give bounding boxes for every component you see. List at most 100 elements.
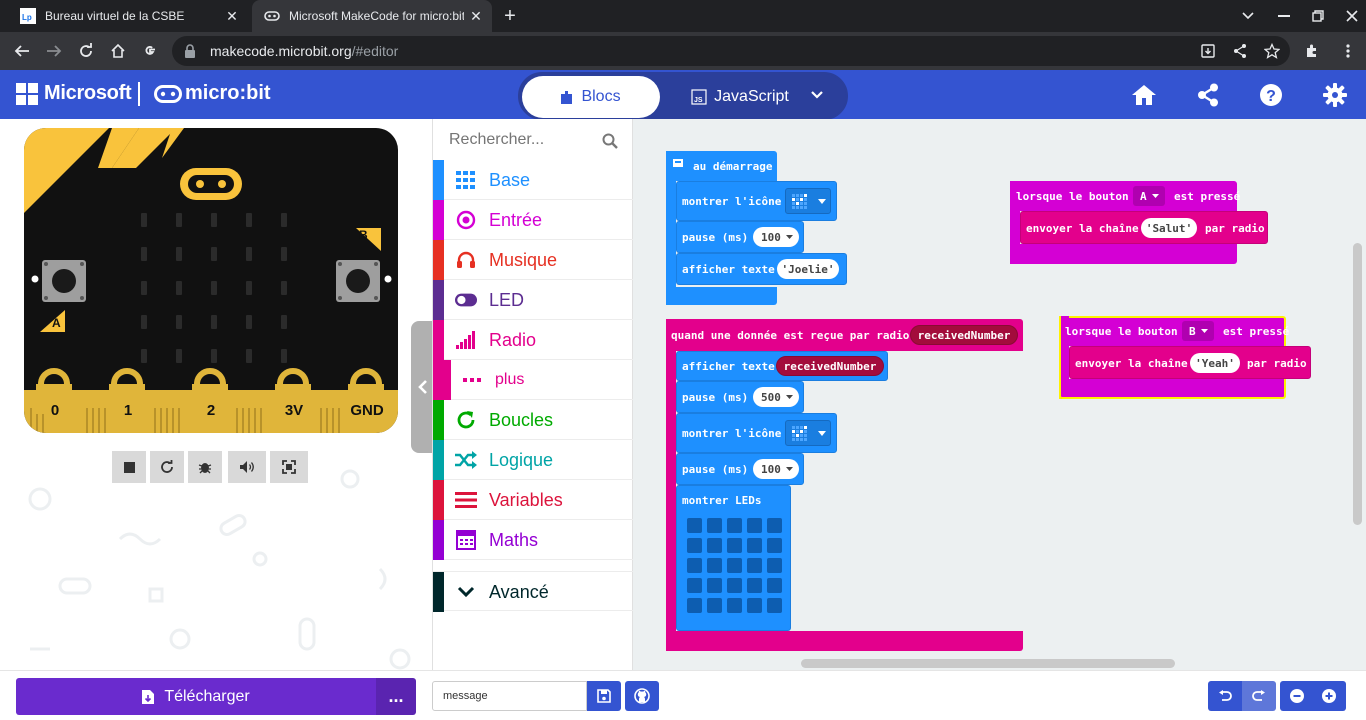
category-base[interactable]: Base: [433, 160, 633, 200]
sim-stop-button[interactable]: [112, 451, 146, 483]
string-input[interactable]: 'Salut': [1141, 218, 1197, 238]
address-bar[interactable]: makecode.microbit.org/#editor: [172, 36, 1290, 66]
category-led[interactable]: LED: [433, 280, 633, 320]
minimize-icon[interactable]: [1272, 4, 1296, 28]
string-input[interactable]: 'Yeah': [1190, 353, 1240, 373]
block-send-string[interactable]: envoyer la chaîne 'Salut' par radio: [1020, 211, 1268, 244]
search-icon[interactable]: [602, 133, 618, 149]
sim-debug-button[interactable]: [188, 451, 222, 483]
reload-icon[interactable]: [74, 39, 98, 63]
category-loops[interactable]: Boucles: [433, 400, 633, 440]
block-pause[interactable]: pause (ms) 500: [676, 381, 804, 413]
fullscreen-icon: [282, 460, 296, 474]
category-logic[interactable]: Logique: [433, 440, 633, 480]
collapse-simulator-handle[interactable]: [411, 321, 432, 453]
button-dropdown[interactable]: B: [1182, 321, 1214, 341]
block-pause[interactable]: pause (ms) 100: [676, 221, 804, 253]
mode-dropdown-chevron-icon[interactable]: [810, 88, 824, 102]
google-g-icon[interactable]: [138, 39, 162, 63]
pin-pads: [36, 384, 384, 414]
calculator-icon: [455, 530, 477, 550]
pause-value-dropdown[interactable]: 500: [753, 387, 799, 407]
icon-picker[interactable]: [785, 420, 831, 446]
microbit-logo[interactable]: micro:bit: [154, 82, 271, 105]
sim-mute-button[interactable]: [228, 451, 266, 483]
block-pause[interactable]: pause (ms) 100: [676, 453, 804, 485]
category-advanced[interactable]: Avancé: [433, 571, 633, 612]
close-window-icon[interactable]: [1340, 4, 1364, 28]
category-radio[interactable]: Radio: [433, 320, 633, 360]
back-arrow-icon[interactable]: [10, 39, 34, 63]
more-options-button[interactable]: ...: [376, 678, 416, 715]
install-app-icon[interactable]: [1196, 39, 1220, 63]
block-show-string[interactable]: afficher texte 'Joelie': [676, 253, 847, 285]
browser-tab-makecode[interactable]: Microsoft MakeCode for micro:bit ✕: [252, 0, 492, 32]
button-b-graphic[interactable]: [336, 260, 392, 302]
pin-1-label: 1: [123, 402, 133, 419]
category-music[interactable]: Musique: [433, 240, 633, 280]
tab-close-icon[interactable]: ✕: [470, 7, 482, 24]
button-a-graphic[interactable]: [31, 260, 87, 302]
vertical-scrollbar[interactable]: [1353, 243, 1362, 525]
bookmark-star-icon[interactable]: [1260, 39, 1284, 63]
github-button[interactable]: [625, 681, 659, 711]
received-number-param[interactable]: receivedNumber: [910, 325, 1018, 345]
browser-tab-csbe[interactable]: Lp Bureau virtuel de la CSBE ✕: [8, 0, 248, 32]
new-tab-plus-icon[interactable]: +: [504, 4, 516, 27]
dropdown-arrow-icon: [786, 467, 793, 471]
pause-value-dropdown[interactable]: 100: [753, 227, 799, 247]
home-icon[interactable]: [1131, 82, 1157, 108]
browser-menu-icon[interactable]: [1336, 39, 1360, 63]
pause-value-dropdown[interactable]: 100: [753, 459, 799, 479]
pin-0-label: 0: [50, 402, 60, 419]
category-radio-more[interactable]: plus: [433, 360, 633, 400]
zoom-out-button[interactable]: [1280, 681, 1314, 711]
microsoft-logo[interactable]: Microsoft: [16, 82, 132, 105]
icon-picker[interactable]: [785, 188, 831, 214]
tab-javascript[interactable]: JS JavaScript: [680, 76, 800, 118]
target-icon: [455, 210, 477, 230]
search-input[interactable]: [449, 131, 599, 149]
block-show-icon[interactable]: montrer l'icône: [676, 413, 837, 453]
blocks-workspace[interactable]: au démarrage montrer l'icône pause (ms) …: [633, 119, 1366, 670]
sim-fullscreen-button[interactable]: [270, 451, 308, 483]
block-body: [666, 319, 676, 651]
zoom-in-button[interactable]: [1312, 681, 1346, 711]
share-page-icon[interactable]: [1228, 39, 1252, 63]
led-grid-editor[interactable]: [687, 518, 785, 614]
restore-icon[interactable]: [1306, 4, 1330, 28]
received-number-reporter[interactable]: receivedNumber: [776, 356, 884, 376]
save-project-button[interactable]: [587, 681, 621, 711]
category-color-bar: [433, 280, 444, 320]
category-variables[interactable]: Variables: [433, 480, 633, 520]
button-dropdown[interactable]: A: [1133, 186, 1165, 206]
forward-arrow-icon[interactable]: [42, 39, 66, 63]
string-input[interactable]: 'Joelie': [777, 259, 839, 279]
help-icon[interactable]: ?: [1258, 82, 1284, 108]
pause-value: 100: [761, 462, 781, 476]
block-send-string[interactable]: envoyer la chaîne 'Yeah' par radio: [1069, 346, 1311, 379]
block-show-leds[interactable]: montrer LEDs: [676, 485, 791, 631]
tab-blocks[interactable]: Blocs: [522, 76, 660, 118]
redo-button[interactable]: [1242, 681, 1276, 711]
sim-restart-button[interactable]: [150, 451, 184, 483]
tab-search-chevron-icon[interactable]: [1236, 4, 1260, 28]
extensions-puzzle-icon[interactable]: [1300, 39, 1324, 63]
tab-close-icon[interactable]: ✕: [226, 7, 238, 24]
category-math[interactable]: Maths: [433, 520, 633, 560]
block-label: envoyer la chaîne: [1026, 222, 1139, 235]
block-show-string[interactable]: afficher texte receivedNumber: [676, 351, 888, 381]
url-path: /#editor: [351, 43, 399, 59]
category-input[interactable]: Entrée: [433, 200, 633, 240]
horizontal-scrollbar[interactable]: [801, 659, 1175, 668]
block-show-icon[interactable]: montrer l'icône: [676, 181, 837, 221]
category-label: Variables: [489, 490, 563, 510]
undo-button[interactable]: [1208, 681, 1242, 711]
project-name-input[interactable]: [432, 681, 587, 711]
download-button[interactable]: Télécharger: [16, 678, 376, 715]
category-color-bar: [433, 440, 444, 480]
home-icon[interactable]: [106, 39, 130, 63]
share-icon[interactable]: [1195, 82, 1221, 108]
category-label: plus: [495, 371, 525, 388]
gear-icon[interactable]: [1322, 82, 1348, 108]
